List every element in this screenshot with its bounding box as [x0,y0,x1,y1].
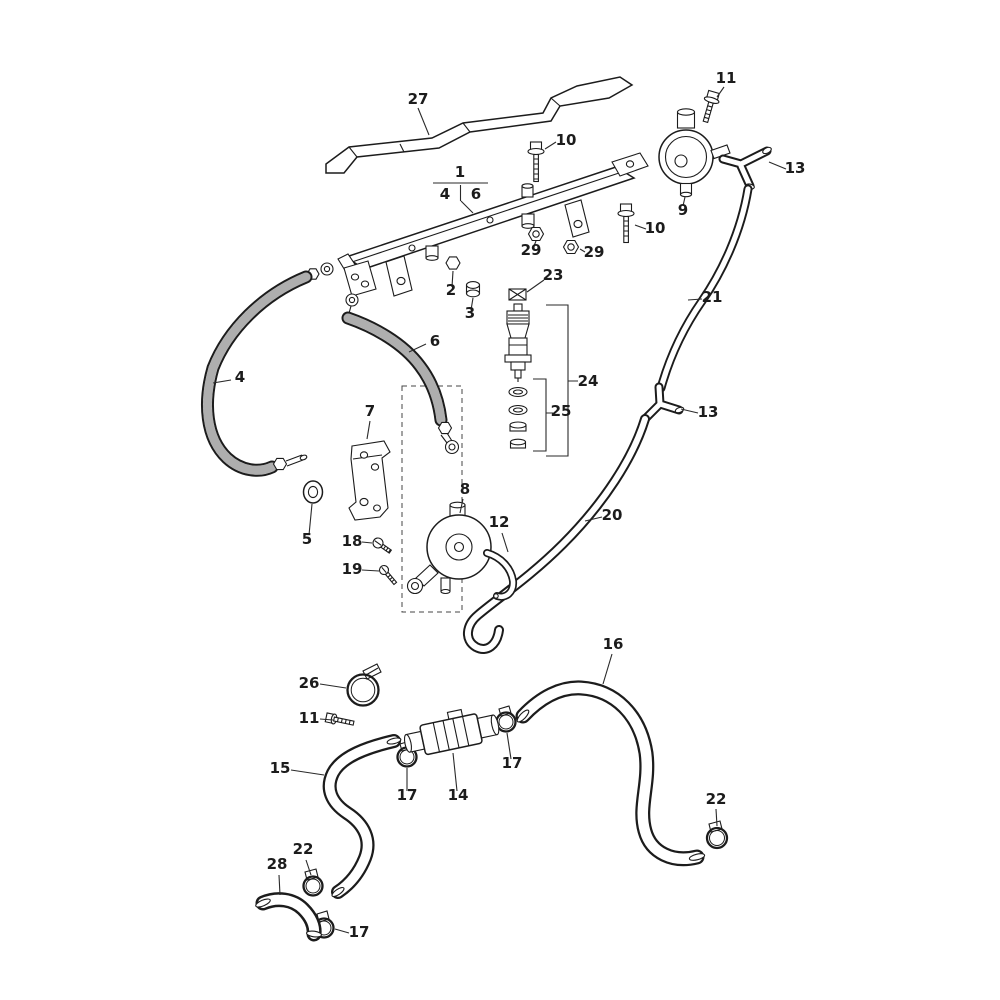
part-9-pressure-regulator [658,108,731,198]
part-label-4: 4 [235,368,245,386]
part-26-clamp [346,663,382,707]
part-10-bolt-b [617,203,635,244]
part-13-y-connector-mid [640,382,685,424]
part-label-6: 6 [430,332,440,350]
part-label-17-a: 17 [397,786,418,804]
part-label-24: 24 [578,372,599,390]
part-label-12: 12 [489,513,510,531]
part-label-11-bottom: 11 [299,709,320,727]
part-24-injector [504,303,532,382]
part-label-4-sub: 4 [440,185,450,203]
part-label-18: 18 [342,532,363,550]
part-19-screw [378,564,398,586]
part-label-14: 14 [448,786,469,804]
part-11-screw-bottom [324,712,355,726]
part-1-fuel-rail [337,152,649,297]
part-label-22-right: 22 [706,790,727,808]
part-label-9: 9 [678,201,688,219]
part-25-seal-kit [508,386,528,449]
part-label-27: 27 [408,90,429,108]
part-label-11-top: 11 [716,69,737,87]
part-label-10-a: 10 [556,131,577,149]
part-labels: 27 11 10 13 9 1 4 6 10 29 29 23 2 3 21 6… [235,69,806,941]
part-29-nut-b [562,239,580,255]
part-label-10-b: 10 [645,219,666,237]
part-6-braided-hose [341,293,460,455]
part-label-13-top: 13 [785,159,806,177]
part-label-5: 5 [302,530,312,548]
part-14-valve [403,708,500,756]
part-11-bolt-top [702,89,720,124]
part-18-screw [372,537,393,554]
part-label-28: 28 [267,855,288,873]
part-label-25: 25 [551,402,572,420]
leader-lines [212,86,787,934]
part-20-hose [463,414,650,654]
part-label-17-b: 17 [502,754,523,772]
part-label-20: 20 [602,506,623,524]
part-22-clamp-left [302,868,324,897]
part-label-21: 21 [702,288,723,306]
part-23-clip [508,288,527,301]
part-22-clamp-right [705,820,729,850]
part-27-mounting-bracket [325,76,634,174]
part-5-ring [302,480,324,504]
part-21-hose [656,184,753,393]
part-label-3: 3 [465,304,475,322]
part-3-cap [465,281,481,298]
part-label-22-left: 22 [293,840,314,858]
part-label-29-a: 29 [521,241,542,259]
part-13-y-connector-top [718,146,772,191]
part-label-17-c: 17 [349,923,370,941]
part-10-bolt-a [527,141,545,183]
part-16-hose [515,680,706,867]
part-label-8: 8 [460,480,470,498]
part-12-hose [483,549,518,601]
part-8-damper [406,501,492,595]
part-label-7: 7 [365,402,375,420]
part-4-braided-hose [200,262,334,477]
part-15-hose [322,734,402,899]
part-label-15: 15 [270,759,291,777]
part-label-19: 19 [342,560,363,578]
part-2-nut [445,256,461,270]
part-28-elbow [255,892,322,942]
part-label-6-sub: 6 [471,185,481,203]
part-label-29-b: 29 [584,243,605,261]
part-label-16: 16 [603,635,624,653]
part-29-nut-a [527,226,545,242]
part-label-2: 2 [446,281,456,299]
part-label-26: 26 [299,674,320,692]
part-7-bracket [348,440,391,521]
part-label-1: 1 [455,163,465,181]
part-label-13-mid: 13 [698,403,719,421]
part-label-23: 23 [543,266,564,284]
part-17-clamp-b [495,705,517,733]
